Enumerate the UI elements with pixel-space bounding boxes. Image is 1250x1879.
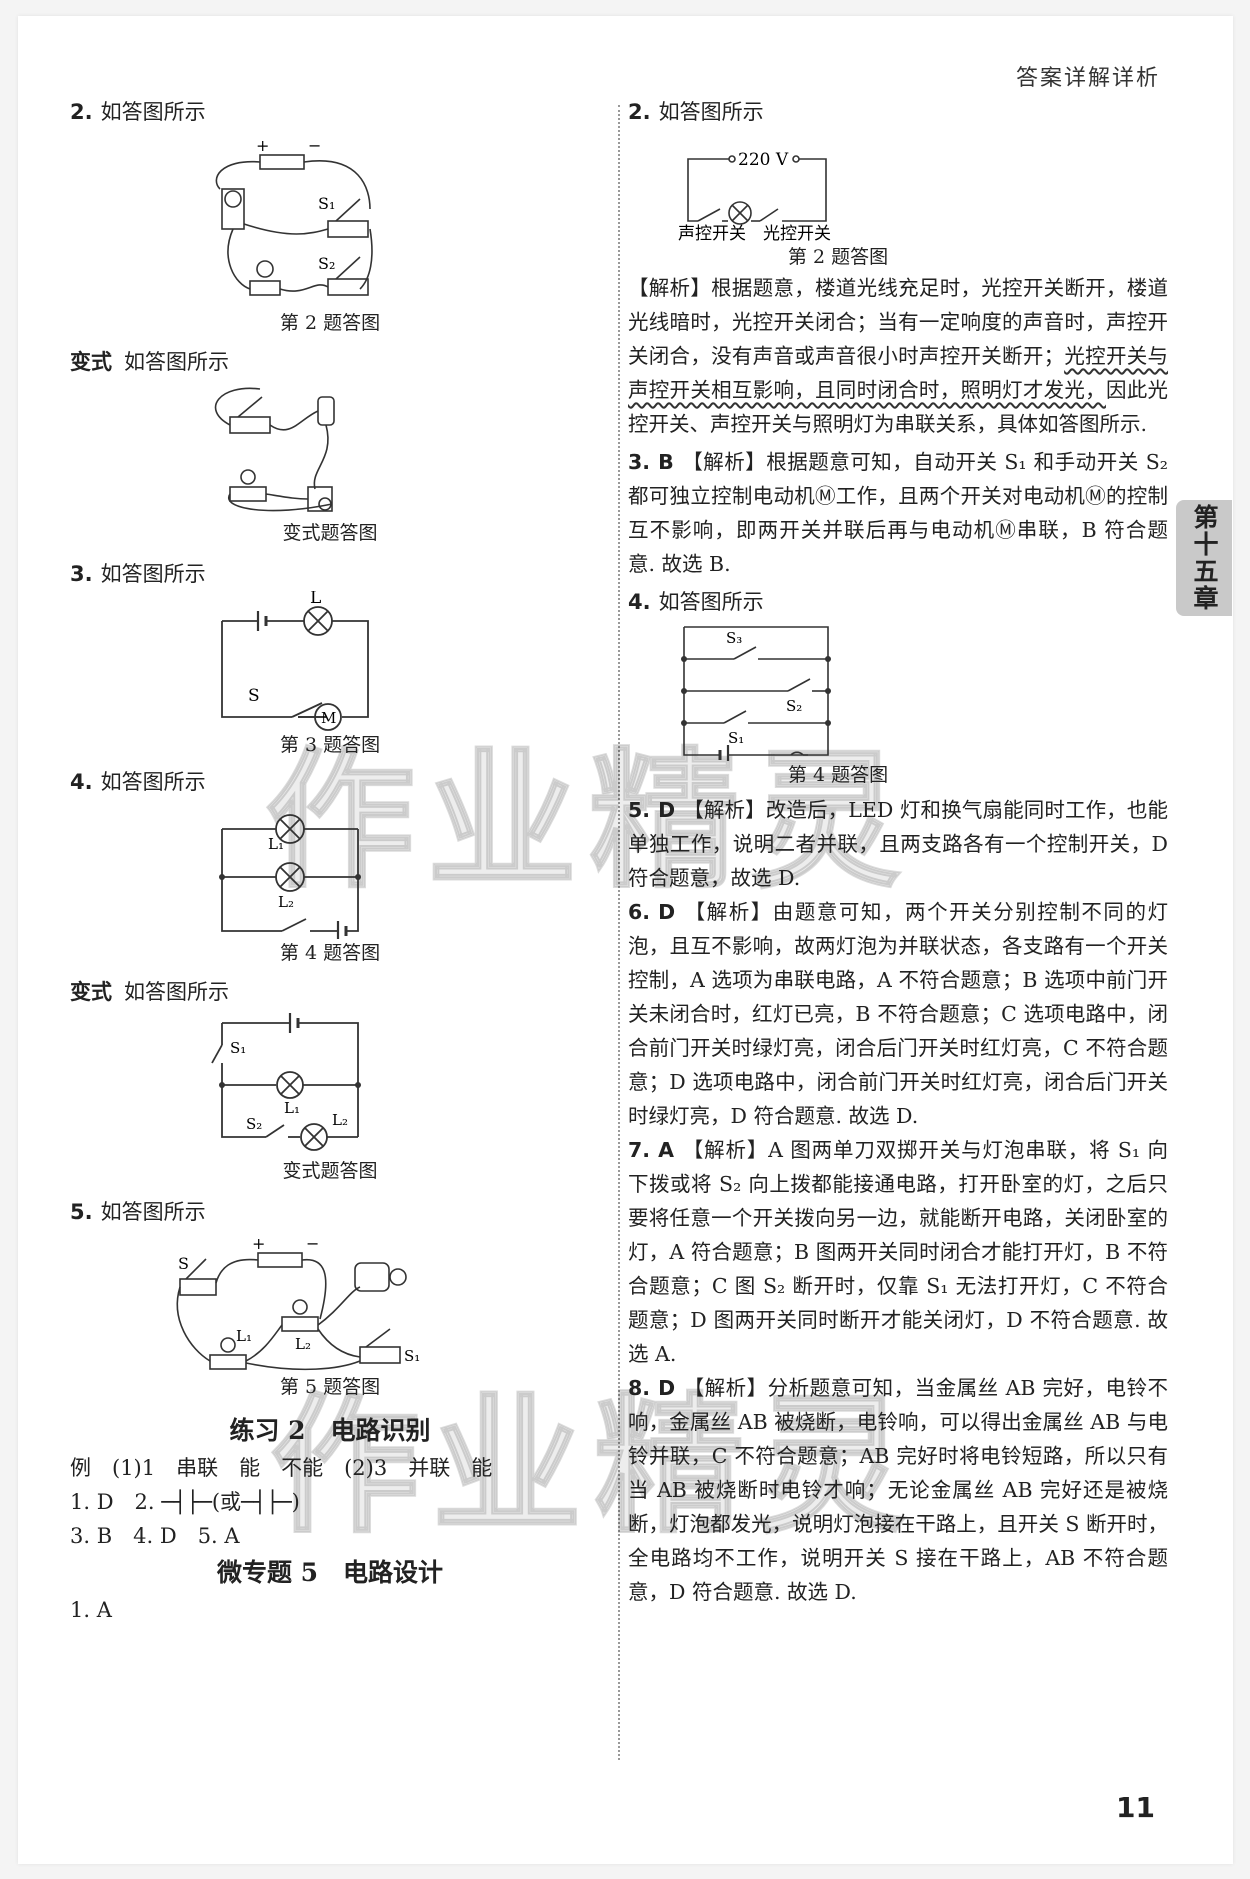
question-2-right: 2.如答图所示 [628,100,764,124]
section-title-practice-2: 练习 2 电路识别 [229,1416,431,1445]
question-2-left: 2.如答图所示 [70,100,206,124]
minus-label: − [306,1234,319,1253]
circuit-diagram-variant-2: S₁ L₁ S₂ L₂ [211,1013,361,1151]
caption-q2-right: 第 2 题答图 [787,246,889,268]
column-divider [618,105,620,1760]
s-label: S [248,686,260,706]
figure-variant-2: S₁ L₁ S₂ L₂ [70,1009,590,1157]
figure-q5: S + − L₁ L₂ S₁ [70,1229,590,1373]
section-title-topic-5: 微专题 5 电路设计 [216,1558,444,1587]
right-column: 2.如答图所示 220 V 声控开关 光控开关 第 2 题答图 【解析】根据题意… [628,95,1168,1609]
variant-2: 变式如答图所示 [70,980,229,1004]
question-6-right: 6.D【解析】由题意可知，两个开关分别控制不同的灯泡，且互不影响，故两灯泡为并联… [628,900,1168,1128]
circuit-diagram-variant-1 [214,387,335,512]
practice-2-answers-row-2: 3. B 4. D 5. A [70,1524,240,1548]
l1-label: L₁ [268,835,284,853]
figure-q2-right: 220 V 声控开关 光控开关 [628,129,1168,244]
l1-label: L₁ [284,1099,300,1117]
question-8-right: 8.D【解析】分析题意可知，当金属丝 AB 完好，电铃不响，金属丝 AB 被烧断… [628,1376,1168,1604]
s1-label: S₁ [318,194,335,213]
question-5-left: 5.如答图所示 [70,1200,206,1224]
question-4-right: 4.如答图所示 [628,590,764,614]
l2-label: L₂ [278,893,294,911]
circuit-diagram-q2: + − S₁ S₂ [215,136,373,296]
question-4-left: 4.如答图所示 [70,770,206,794]
voltage-label: 220 V [738,150,789,170]
s2-label: S₂ [318,254,335,273]
l2-label: L₂ [295,1335,311,1353]
s-label: S [178,1254,189,1273]
caption-q3: 第 3 题答图 [279,734,381,756]
minus-label: − [308,136,321,155]
figure-q2: + − S₁ S₂ [70,129,590,309]
light-switch-label: 光控开关 [763,224,831,243]
l-label: L [310,591,321,608]
l2-label: L₂ [332,1111,348,1129]
left-column: 2.如答图所示 + − S₁ S₂ [70,95,590,1627]
s1-label: S₁ [728,729,744,747]
caption-variant-2: 变式题答图 [282,1160,378,1182]
topic-5-answers-row-1: 1. A [70,1598,112,1622]
sound-switch-label: 声控开关 [678,224,746,243]
circuit-diagram-q4-right: S₃ S₂ S₁ [681,626,831,765]
circuit-diagram-q5: S + − L₁ L₂ S₁ [176,1234,420,1371]
page [18,16,1233,1864]
page-number: 11 [1116,1791,1155,1824]
question-5-right: 5.D【解析】改造后，LED 灯和换气扇能同时工作，也能单独工作，说明二者并联，… [628,798,1168,890]
practice-2-example: 例 (1)1 串联 能 不能 (2)3 并联 能 [70,1456,493,1480]
s2-label: S₂ [786,697,802,715]
s1-label: S₁ [230,1039,246,1057]
s3-label: S₃ [726,629,742,647]
figure-variant-1 [70,379,590,519]
circuit-diagram-q3: L S M [221,588,369,731]
l1-label: L₁ [236,1327,252,1345]
figure-q3: L S M [70,588,590,731]
circuit-diagram-q2-right: 220 V 声控开关 光控开关 [678,150,831,244]
question-3-right: 3.B【解析】根据题意可知，自动开关 S₁ 和手动开关 S₂ 都可独立控制电动机… [628,450,1168,576]
figure-q4: L₁ L₂ [70,799,590,941]
caption-q2: 第 2 题答图 [279,312,381,334]
m-label: M [321,709,336,727]
analysis-q2: 【解析】根据题意，楼道光线充足时，光控开关断开，楼道光线暗时，光控开关闭合；当有… [628,276,1169,436]
figure-q4-right: S₃ S₂ S₁ [628,619,1168,765]
caption-q5: 第 5 题答图 [279,1376,381,1398]
s1-label: S₁ [404,1347,420,1365]
s2-label: S₂ [246,1115,262,1133]
question-3-left: 3.如答图所示 [70,562,206,586]
caption-q4: 第 4 题答图 [279,942,381,964]
chapter-tab: 第十五章 [1176,500,1232,616]
variant-1: 变式如答图所示 [70,350,229,374]
question-7-right: 7.A【解析】A 图两单刀双掷开关与灯泡串联，将 S₁ 向下拨或将 S₂ 向上拨… [628,1138,1168,1366]
caption-variant-1: 变式题答图 [282,522,378,544]
plus-label: + [256,136,269,155]
running-header: 答案详解详析 [1015,66,1160,91]
plus-label: + [252,1234,265,1253]
battery [259,154,305,170]
caption-q4-right: 第 4 题答图 [787,764,889,786]
circuit-diagram-q4: L₁ L₂ [219,814,361,941]
practice-2-answers-row-1: 1. D 2. ─┤├─(或─┤├─) [70,1490,300,1514]
